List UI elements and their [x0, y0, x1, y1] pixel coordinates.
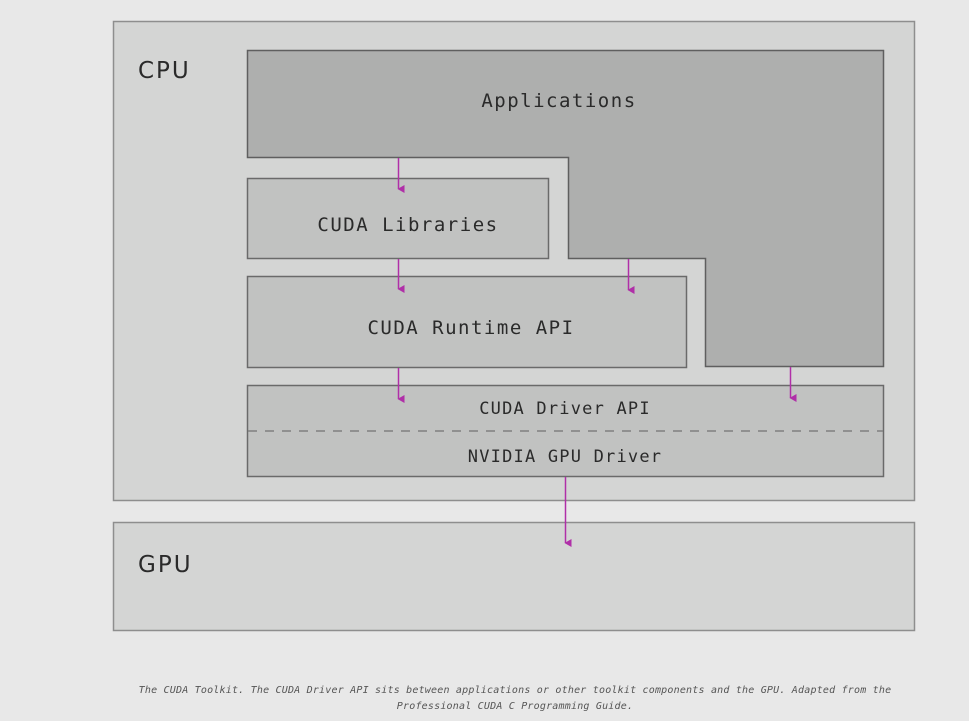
driver-stack-block: CUDA Driver API NVIDIA GPU Driver — [246, 384, 885, 478]
cuda-libraries-label: CUDA Libraries — [317, 214, 498, 236]
gpu-region: GPU — [112, 521, 916, 632]
cuda-driver-api-label: CUDA Driver API — [479, 399, 651, 419]
cuda-runtime-api-label: CUDA Runtime API — [367, 317, 574, 339]
cuda-runtime-api-block: CUDA Runtime API — [246, 275, 688, 369]
arrows — [397, 158, 797, 547]
caption-line-2: Professional CUDA C Programming Guide. — [396, 701, 634, 712]
caption-line-1: The CUDA Toolkit. The CUDA Driver API si… — [138, 685, 892, 696]
cuda-libraries-block: CUDA Libraries — [246, 177, 550, 260]
gpu-label: GPU — [138, 552, 193, 578]
figure-caption: The CUDA Toolkit. The CUDA Driver API si… — [80, 683, 950, 715]
applications-label: Applications — [481, 90, 636, 112]
nvidia-gpu-driver-label: NVIDIA GPU Driver — [468, 447, 662, 467]
applications-shape — [246, 49, 885, 368]
gpu-region-box — [112, 521, 916, 632]
cpu-label: CPU — [138, 58, 191, 84]
cuda-runtime-api-box — [246, 275, 688, 369]
applications-block: Applications — [246, 49, 885, 368]
